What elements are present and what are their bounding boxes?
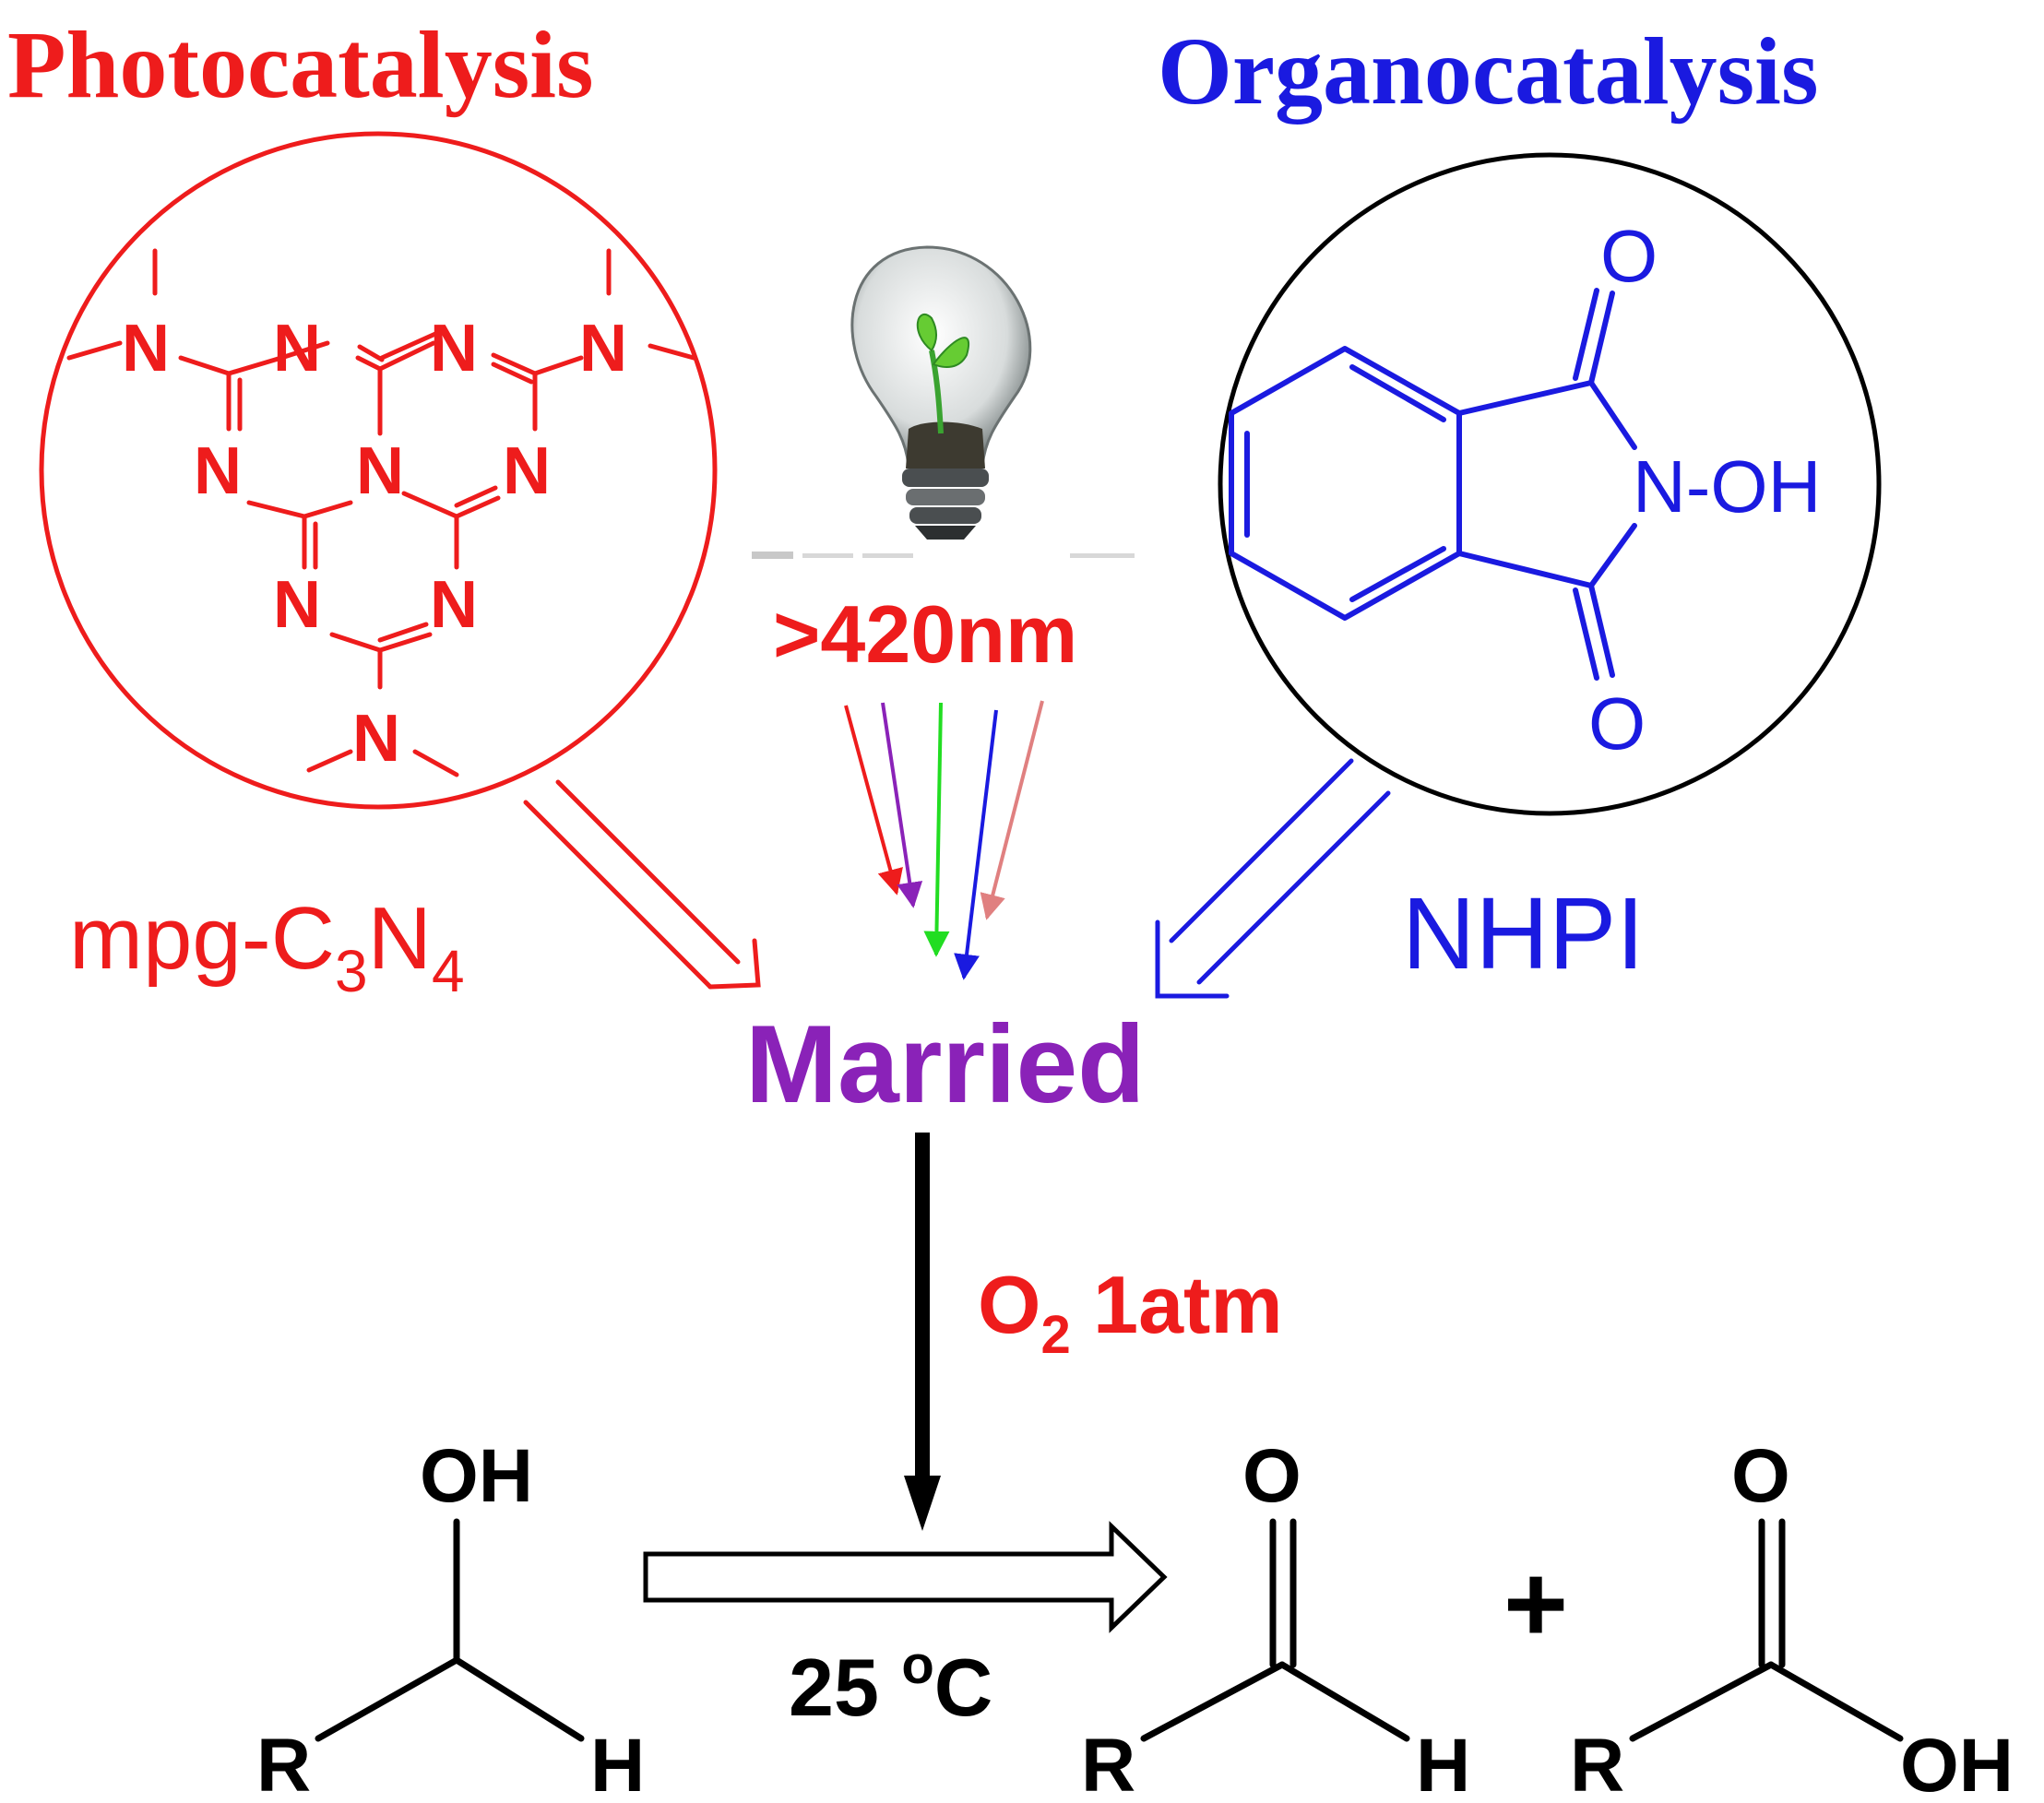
- organocatalyst-label: NHPI: [1402, 877, 1645, 990]
- n-atom: N: [430, 568, 478, 642]
- nhpi-oxygen-bottom: O: [1588, 682, 1646, 765]
- reaction-arrow: [643, 1521, 1168, 1633]
- oxygen-subscript: 2: [1040, 1305, 1070, 1365]
- carbon-nitride-structure: N N N N N N N N N N: [39, 131, 718, 810]
- oxygen-pressure: 1atm: [1071, 1259, 1283, 1350]
- light-rays: [844, 700, 1044, 980]
- down-arrow: [904, 1133, 941, 1531]
- photocatalyst-name-part: mpg-C: [69, 889, 335, 988]
- acid-o: O: [1731, 1434, 1790, 1518]
- organocatalyst-arrow: [1155, 758, 1391, 999]
- organocatalysis-heading: Organocatalysis: [1158, 18, 1818, 125]
- n-atom: N: [503, 434, 551, 508]
- nhpi-structure: O O N-OH: [1218, 152, 1882, 816]
- photocatalyst-label: mpg-C3N4: [69, 889, 465, 1004]
- aldehyde-structure: O R H: [1081, 1434, 1470, 1803]
- nhpi-oxygen-top: O: [1600, 215, 1658, 297]
- oxygen-condition: O2 1atm: [978, 1259, 1283, 1365]
- aldehyde-h: H: [1416, 1724, 1470, 1803]
- aldehyde-o: O: [1242, 1434, 1301, 1518]
- light-ray-salmon: [980, 700, 1044, 920]
- photocatalysis-heading: Photocatalysis: [7, 12, 594, 118]
- nhpi-n-oh: N-OH: [1633, 445, 1821, 528]
- acid-r: R: [1570, 1724, 1624, 1803]
- n-atom: N: [273, 312, 321, 386]
- temperature-condition: 25 oC: [789, 1635, 992, 1733]
- light-ray-purple: [881, 702, 923, 908]
- lightbulb-with-sprout-icon: [752, 245, 1135, 559]
- light-ray-blue: [954, 709, 998, 980]
- n-atom: N: [579, 312, 627, 386]
- temperature-value: 25: [789, 1642, 901, 1733]
- aldehyde-r: R: [1081, 1724, 1135, 1803]
- n-atom: N: [122, 312, 170, 386]
- n-atom: N: [194, 434, 242, 508]
- oxygen-symbol: O: [978, 1259, 1040, 1350]
- temperature-degree: o: [901, 1635, 933, 1695]
- carboxylic-acid-structure: O R OH: [1570, 1434, 2014, 1803]
- temperature-unit: C: [934, 1642, 993, 1733]
- alcohol-structure: OH R H: [256, 1434, 645, 1803]
- light-ray-green: [923, 702, 950, 957]
- photocatalyst-name-part: N: [368, 889, 432, 988]
- photocatalyst-arrow: [523, 779, 761, 990]
- photocatalyst-subscript: 3: [335, 938, 368, 1004]
- n-atom: N: [356, 434, 404, 508]
- married-label: Married: [745, 1002, 1145, 1126]
- nhpi-circle: [1218, 152, 1882, 816]
- n-atom: N: [430, 312, 478, 386]
- wavelength-label: >420nm: [773, 588, 1077, 680]
- photocatalyst-subscript: 4: [432, 938, 465, 1004]
- light-ray-red: [844, 705, 903, 896]
- acid-oh: OH: [1900, 1724, 2014, 1803]
- alcohol-r: R: [256, 1724, 311, 1803]
- n-atom: N: [273, 568, 321, 642]
- carbon-nitride-circle: [39, 131, 718, 810]
- plus-sign: +: [1503, 1542, 1568, 1666]
- alcohol-oh: OH: [420, 1434, 533, 1518]
- alcohol-h: H: [590, 1724, 645, 1803]
- n-atom: N: [352, 702, 400, 776]
